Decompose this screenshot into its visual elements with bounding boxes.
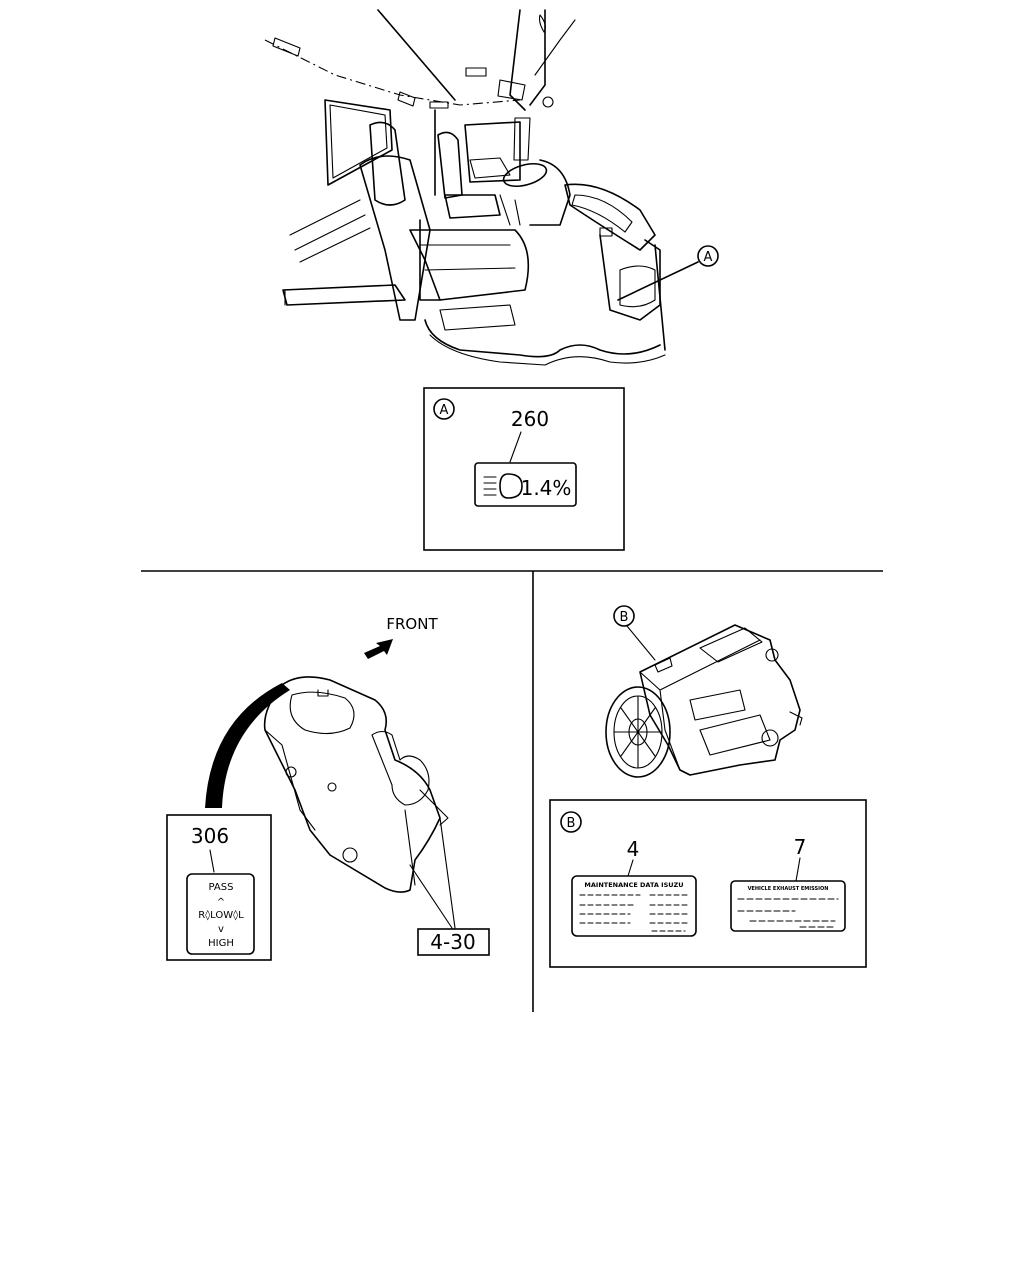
detail-b-panel: B 4 MAINTENANCE DATA ISUZU 7 VEHICLE EXH… — [549, 799, 867, 968]
exhaust-plate-lines — [737, 898, 839, 928]
cab-interior-illustration: A — [264, 9, 719, 366]
switch-label-part-number: 306 — [191, 824, 229, 848]
detail-a-panel: A 260 1.4% — [423, 387, 625, 551]
exhaust-emission-plate — [730, 880, 846, 932]
detail-b-marker: B — [567, 816, 576, 831]
switch-housing — [263, 676, 449, 893]
exhaust-plate-title: VEHICLE EXHAUST EMISSION — [748, 886, 829, 892]
reference-box — [417, 928, 490, 956]
curved-pointer — [205, 683, 290, 808]
switch-label-caret-down: v — [218, 924, 224, 935]
reference-number: 4-30 — [430, 930, 475, 954]
callout-b-marker: B — [620, 610, 629, 625]
maintenance-plate-lines — [579, 894, 691, 932]
switch-detail-section: FRONT 306 PASS ^ R◊LOW◊L v HIGH — [166, 615, 490, 961]
switch-label-pass: PASS — [209, 882, 234, 893]
detail-a-part-number: 260 — [511, 407, 549, 431]
headlamp-label-text: 1.4% — [521, 476, 572, 500]
plate-7-part-number: 7 — [794, 835, 807, 859]
headlamp-leveling-label — [474, 462, 577, 507]
engine-illustration: B — [605, 605, 803, 778]
detail-a-marker: A — [440, 403, 449, 418]
switch-label-caret-up: ^ — [217, 897, 225, 908]
headlamp-icon — [483, 473, 523, 499]
switch-label-low: R◊LOW◊L — [198, 909, 244, 921]
maintenance-data-plate — [571, 875, 697, 937]
callout-a-marker: A — [704, 250, 713, 265]
switch-label-high: HIGH — [208, 938, 234, 949]
switch-label-plate — [186, 873, 255, 955]
plate-4-part-number: 4 — [627, 837, 640, 861]
front-arrow-icon — [364, 639, 393, 659]
front-label: FRONT — [386, 615, 438, 633]
maintenance-plate-title: MAINTENANCE DATA ISUZU — [584, 881, 683, 889]
